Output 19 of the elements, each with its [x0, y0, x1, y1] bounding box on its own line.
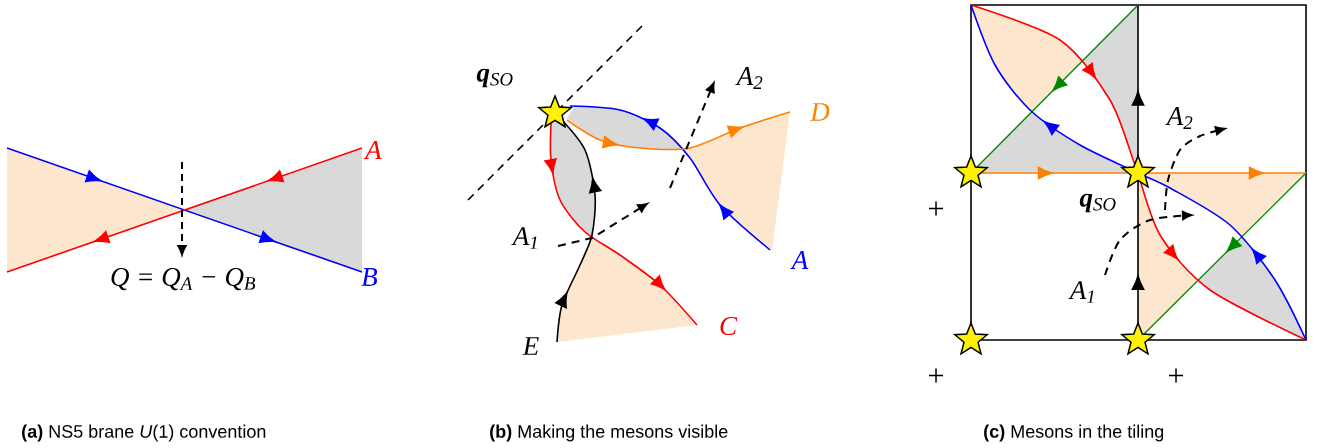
- sign-label: +: [1169, 368, 1183, 383]
- math-label: D: [809, 103, 830, 121]
- subfigure-caption: (c) Mesons in the tiling: [984, 424, 1164, 442]
- math-label: A$_{2}$: [1165, 107, 1193, 129]
- math-label: Q = Q$_{A}$ − Q$_{B}$: [111, 267, 256, 291]
- math-label: B: [361, 268, 378, 286]
- math-label: q$_{SO}$: [1079, 193, 1116, 213]
- sign-label: +: [929, 201, 943, 216]
- math-label: A$_{1}$: [1068, 281, 1094, 303]
- math-label: q$_{SO}$: [476, 68, 513, 88]
- sign-label: +: [929, 368, 943, 383]
- math-label: E: [522, 337, 539, 355]
- subfigure-caption: (b) Making the mesons visible: [490, 424, 728, 442]
- math-label: A: [363, 141, 382, 159]
- math-label: A$_{1}$: [511, 227, 537, 249]
- math-label: A: [790, 251, 809, 269]
- subfigure-caption: (a) NS5 brane U(1) convention: [22, 424, 266, 442]
- math-label: C: [720, 316, 738, 336]
- math-label: A$_{2}$: [735, 67, 763, 89]
